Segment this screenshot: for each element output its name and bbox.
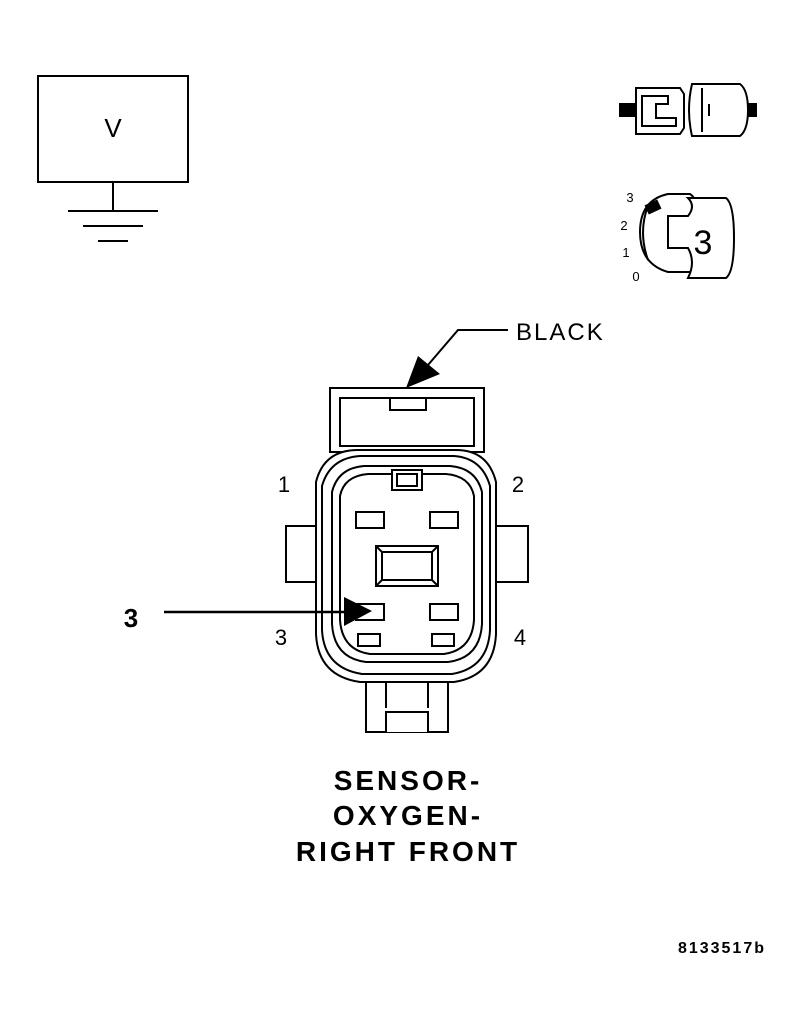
callout-label: 3 [124,603,138,633]
connector-plug-icon [619,83,757,137]
title-line-3: RIGHT FRONT [296,836,520,867]
connector-body [285,387,529,733]
key-position-2: 2 [620,218,627,233]
meter-label: V [104,113,122,143]
pin-2-label: 2 [512,472,524,497]
title-line-2: OXYGEN- [333,800,483,831]
figure-id: 8133517b [678,940,766,957]
key-position-1: 1 [622,245,629,260]
key-label: 3 [694,224,713,262]
key-position-3: 3 [626,190,633,205]
color-arrowhead [406,356,440,388]
connector-color-label: BLACK [516,319,605,346]
pin-1-label: 1 [278,472,290,497]
ignition-key-icon [638,193,736,279]
title-line-1: SENSOR- [334,765,483,796]
voltmeter-ground-icon [37,75,189,242]
callout-arrowhead [344,597,372,626]
pin-4-label: 4 [514,625,526,650]
color-leader-line [421,329,508,373]
pin-3-label: 3 [275,625,287,650]
key-position-0: 0 [632,269,639,284]
